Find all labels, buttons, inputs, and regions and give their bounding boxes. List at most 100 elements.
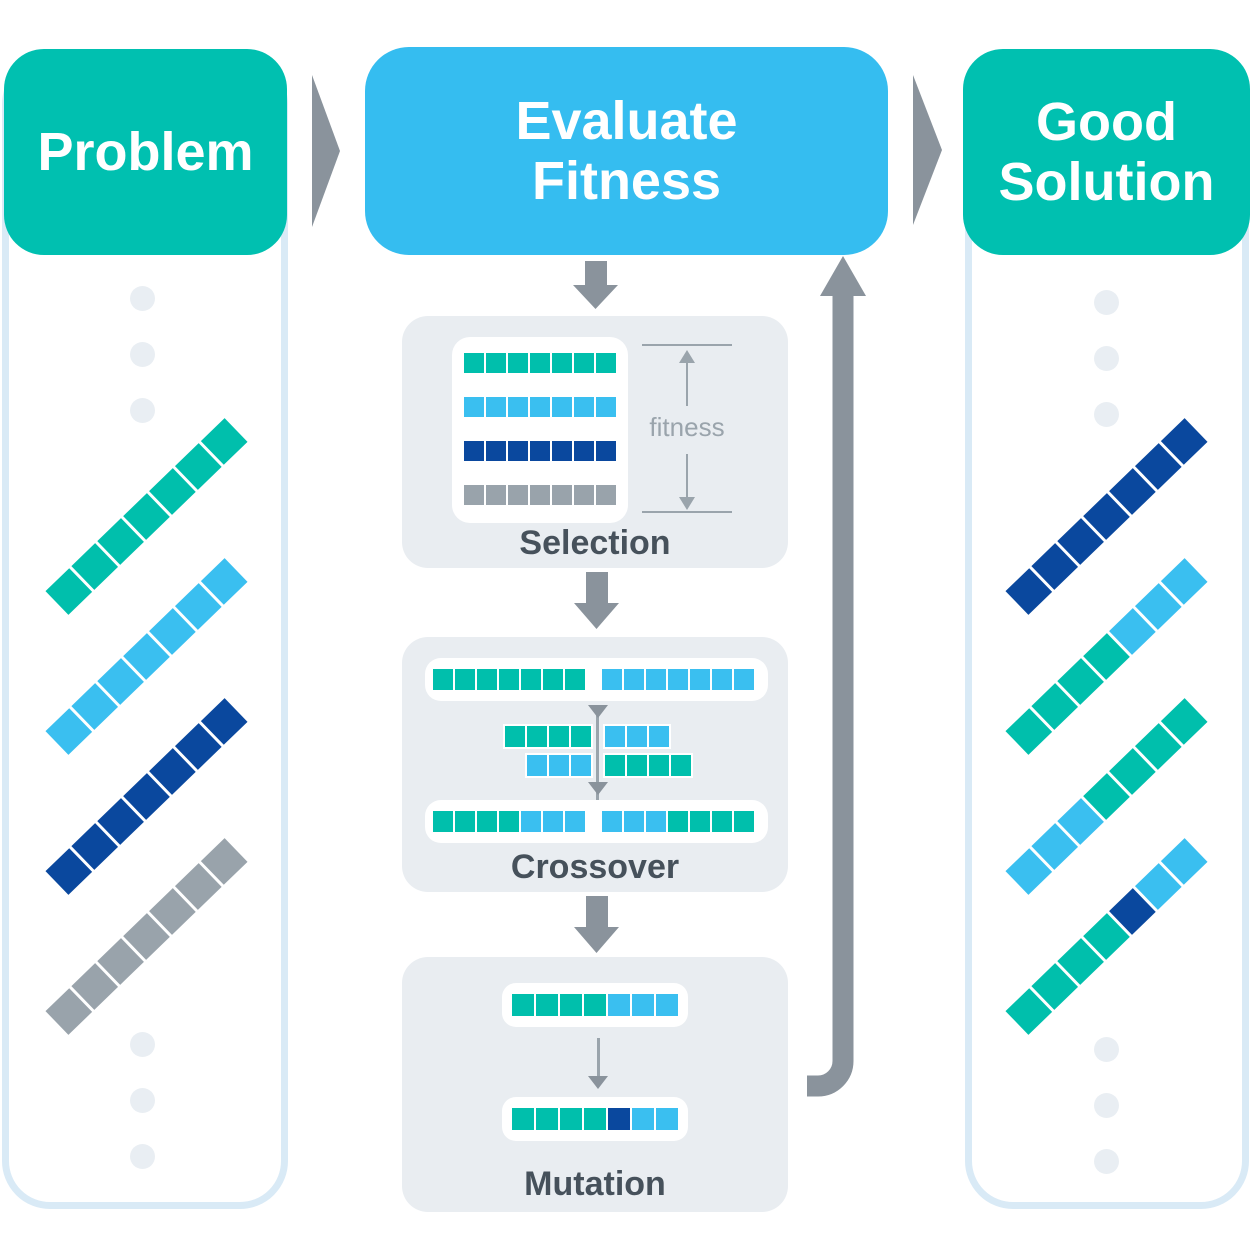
chromosome-fragment (525, 753, 593, 778)
chevron-right-icon (913, 75, 942, 225)
gene-square-blue (602, 669, 622, 690)
gene-square-blue (602, 811, 622, 832)
gene-square-blue (521, 811, 541, 832)
gene-square-blue (530, 397, 550, 417)
gene-square-gray (596, 485, 616, 505)
gene-square-dark (464, 441, 484, 461)
chromosome-row (464, 441, 616, 461)
fitness-arrow-shaft (686, 362, 688, 406)
good-solution-header: Good Solution (963, 49, 1250, 255)
parent-chromosome (602, 669, 754, 690)
gene-square-teal (521, 669, 541, 690)
crossover-label: Crossover (510, 848, 680, 886)
down-arrow-icon (574, 896, 619, 953)
chromosome-fragment (603, 753, 693, 778)
ellipsis-dot (130, 1088, 155, 1113)
crossover-axis-line (596, 713, 599, 823)
gene-square-blue (508, 397, 528, 417)
gene-square-teal (433, 811, 453, 832)
gene-square-teal (584, 1108, 606, 1130)
gene-square-blue (596, 397, 616, 417)
gene-square-blue (624, 669, 644, 690)
chromosome-after-mutation (512, 1108, 678, 1130)
gene-square-dark (530, 441, 550, 461)
fitness-top-line (642, 344, 732, 346)
gene-square-teal (627, 755, 647, 776)
child-chromosome (602, 811, 754, 832)
gene-square-gray (574, 485, 594, 505)
gene-square-teal (455, 811, 475, 832)
child-chromosome (433, 811, 585, 832)
gene-square-blue (656, 994, 678, 1016)
ellipsis-dot (1094, 290, 1119, 315)
gene-square-blue (552, 397, 572, 417)
fitness-bottom-line (642, 511, 732, 513)
gene-square-teal (565, 669, 585, 690)
gene-square-blue (734, 669, 754, 690)
ellipsis-dot (130, 286, 155, 311)
gene-square-blue (712, 669, 732, 690)
gene-square-teal (464, 353, 484, 373)
evaluate-fitness-header: Evaluate Fitness (365, 47, 888, 255)
small-down-arrow-icon (588, 1076, 608, 1089)
gene-square-dark (596, 441, 616, 461)
chromosome-row (464, 485, 616, 505)
mutation-box: Mutation (402, 957, 788, 1212)
chromosome-before-mutation (512, 994, 678, 1016)
down-arrow-icon (573, 261, 618, 309)
gene-square-teal (560, 994, 582, 1016)
arrow-down-icon (679, 497, 695, 510)
gene-square-teal (584, 994, 606, 1016)
ellipsis-dot (1094, 402, 1119, 427)
gene-square-teal (505, 726, 525, 747)
gene-square-teal (512, 994, 534, 1016)
gene-square-blue (608, 994, 630, 1016)
parent-chromosome (433, 669, 585, 690)
ellipsis-dot (130, 398, 155, 423)
gene-square-teal (552, 353, 572, 373)
gene-square-dark (552, 441, 572, 461)
gene-square-blue (527, 755, 547, 776)
gene-square-teal (734, 811, 754, 832)
fitness-arrow-shaft (686, 454, 688, 498)
gene-square-teal (668, 811, 688, 832)
continuation-dots-bottom-right (1094, 1037, 1119, 1174)
gene-square-teal (605, 755, 625, 776)
gene-square-blue (571, 755, 591, 776)
small-down-arrow-icon (588, 705, 608, 718)
gene-square-teal (455, 669, 475, 690)
ellipsis-dot (1094, 1037, 1119, 1062)
gene-square-gray (530, 485, 550, 505)
gene-square-teal (477, 811, 497, 832)
continuation-dots-top-right (1094, 290, 1119, 427)
fitness-label: fitness (649, 412, 725, 442)
ellipsis-dot (130, 342, 155, 367)
chromosome-row (464, 397, 616, 417)
pre-mutation-strip (502, 983, 688, 1027)
gene-square-dark (486, 441, 506, 461)
gene-square-blue (624, 811, 644, 832)
gene-square-teal (536, 1108, 558, 1130)
gene-square-blue (464, 397, 484, 417)
parents-strip (425, 658, 768, 701)
gene-square-blue (565, 811, 585, 832)
gene-square-teal (527, 726, 547, 747)
gene-square-blue (646, 669, 666, 690)
gene-square-teal (543, 669, 563, 690)
down-arrow-icon (574, 572, 619, 629)
crossover-box: Crossover (402, 637, 788, 892)
chevron-right-icon (312, 75, 340, 227)
gene-square-teal (596, 353, 616, 373)
evaluate-fitness-title: Evaluate Fitness (515, 90, 738, 211)
gene-square-teal (560, 1108, 582, 1130)
gene-square-gray (464, 485, 484, 505)
gene-square-blue (632, 1108, 654, 1130)
gene-square-teal (499, 669, 519, 690)
gene-square-teal (649, 755, 669, 776)
gene-square-dark (608, 1108, 630, 1130)
gene-square-blue (690, 669, 710, 690)
gene-square-teal (549, 726, 569, 747)
gene-square-blue (632, 994, 654, 1016)
gene-square-blue (668, 669, 688, 690)
